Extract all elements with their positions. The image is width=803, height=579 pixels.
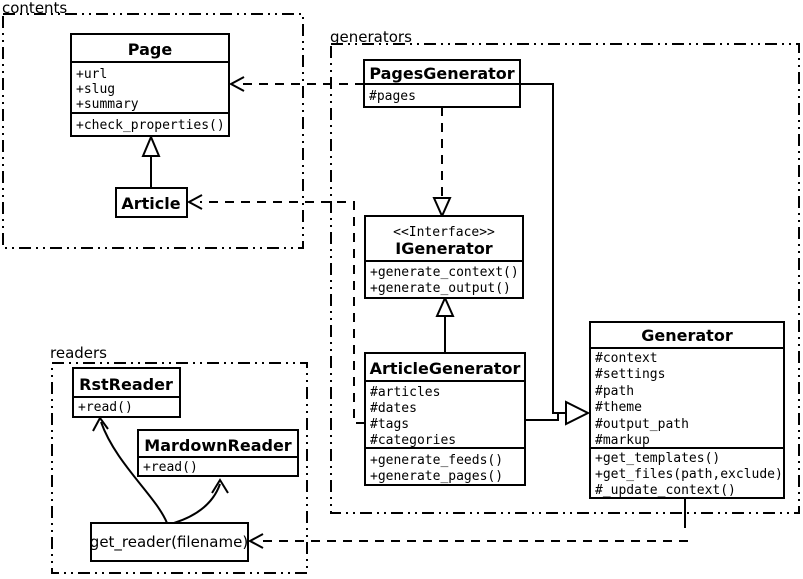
class-generator-box — [589, 321, 785, 499]
class-rstreader-method: +read() — [78, 400, 133, 415]
open-arrowhead-icon — [92, 416, 109, 432]
hollow-triangle-icon — [141, 134, 161, 157]
edge-line-articlegenerator — [525, 412, 566, 421]
hollow-triangle-icon — [435, 295, 455, 317]
class-mardownreader-title: MardownReader — [144, 436, 292, 455]
class-articlegenerator-attribute: #articles — [370, 385, 440, 400]
class-pagesgenerator-title: PagesGenerator — [369, 64, 514, 83]
class-pagesgenerator: PagesGenerator #pages — [363, 59, 521, 108]
edge-getreader-to-mardownreader — [173, 478, 229, 524]
class-igenerator-method: +generate_output() — [370, 281, 511, 296]
class-generator-method: +get_files(path,exclude) — [595, 467, 783, 482]
class-rstreader-title: RstReader — [79, 375, 173, 394]
class-article: Article — [115, 187, 188, 218]
edge-pagesgenerator-to-page — [228, 76, 364, 92]
class-generator-attribute: #markup — [595, 433, 650, 448]
edge-generator-to-getreader — [247, 498, 688, 549]
class-page-box — [70, 33, 230, 137]
class-mardownreader-method: +read() — [143, 460, 198, 475]
open-arrowhead-icon — [211, 478, 229, 494]
class-igenerator-title: IGenerator — [395, 239, 493, 258]
class-igenerator: <<Interface>> IGenerator +generate_conte… — [364, 215, 524, 299]
class-page-attribute: +url — [76, 67, 107, 82]
class-rstreader: RstReader +read() — [72, 367, 181, 418]
class-generator: Generator #context #settings #path #them… — [589, 321, 785, 499]
node-getreader: get_reader(filename) — [90, 522, 249, 562]
edge-curve — [173, 483, 221, 524]
class-mardownreader: MardownReader +read() — [137, 429, 299, 477]
edge-line-pagesgenerator — [520, 83, 566, 414]
class-generator-title: Generator — [641, 326, 733, 345]
node-getreader-label: get_reader(filename) — [90, 533, 248, 552]
package-contents-border — [2, 13, 304, 249]
class-articlegenerator-method: +generate_pages() — [370, 469, 503, 484]
class-article-title: Article — [121, 194, 180, 213]
class-articlegenerator: ArticleGenerator #articles #dates #tags … — [364, 352, 526, 486]
package-contents-label: contents — [2, 0, 67, 17]
class-articlegenerator-box — [364, 352, 526, 486]
edge-pagesgenerator-to-igenerator — [432, 107, 452, 219]
edge-curve — [100, 421, 168, 524]
class-articlegenerator-attribute: #categories — [370, 433, 456, 448]
open-arrowhead-icon — [186, 194, 203, 210]
edge-line — [200, 201, 365, 424]
edge-generators-to-generator — [520, 83, 591, 426]
class-page: Page +url +slug +summary +check_properti… — [70, 33, 230, 137]
class-page-attribute: +slug — [76, 82, 115, 97]
package-generators-border — [330, 43, 800, 514]
class-generator-attribute: #settings — [595, 367, 665, 382]
class-page-title: Page — [128, 40, 173, 59]
class-generator-attribute: #context — [595, 351, 658, 366]
class-articlegenerator-title: ArticleGenerator — [370, 359, 521, 378]
hollow-triangle-icon — [432, 197, 452, 219]
class-generator-method: #_update_context() — [595, 483, 736, 498]
open-arrowhead-icon — [247, 533, 264, 549]
edge-articlegenerator-to-article — [186, 194, 365, 424]
node-getreader-box — [90, 522, 249, 562]
edge-articlegenerator-to-igenerator — [435, 295, 455, 353]
open-arrowhead-icon — [228, 76, 245, 92]
class-page-attribute: +summary — [76, 97, 139, 112]
package-generators-label: generators — [330, 28, 412, 46]
class-page-method: +check_properties() — [76, 118, 225, 133]
class-generator-method: +get_templates() — [595, 451, 720, 466]
class-article-box — [115, 187, 188, 218]
package-readers-label: readers — [50, 344, 107, 362]
class-generator-attribute: #path — [595, 384, 634, 399]
edge-article-to-page — [141, 134, 161, 188]
hollow-triangle-icon — [565, 400, 591, 426]
class-generator-attribute: #theme — [595, 400, 642, 415]
class-generator-attribute: #output_path — [595, 417, 689, 432]
package-readers-border — [51, 362, 308, 574]
class-igenerator-method: +generate_context() — [370, 265, 519, 280]
class-igenerator-box — [364, 215, 524, 299]
class-rstreader-box — [72, 367, 181, 418]
class-mardownreader-box — [137, 429, 299, 477]
class-articlegenerator-attribute: #dates — [370, 401, 417, 416]
class-articlegenerator-method: +generate_feeds() — [370, 453, 503, 468]
class-igenerator-stereotype: <<Interface>> — [393, 225, 495, 240]
class-pagesgenerator-attribute: #pages — [369, 89, 416, 104]
class-articlegenerator-attribute: #tags — [370, 417, 409, 432]
